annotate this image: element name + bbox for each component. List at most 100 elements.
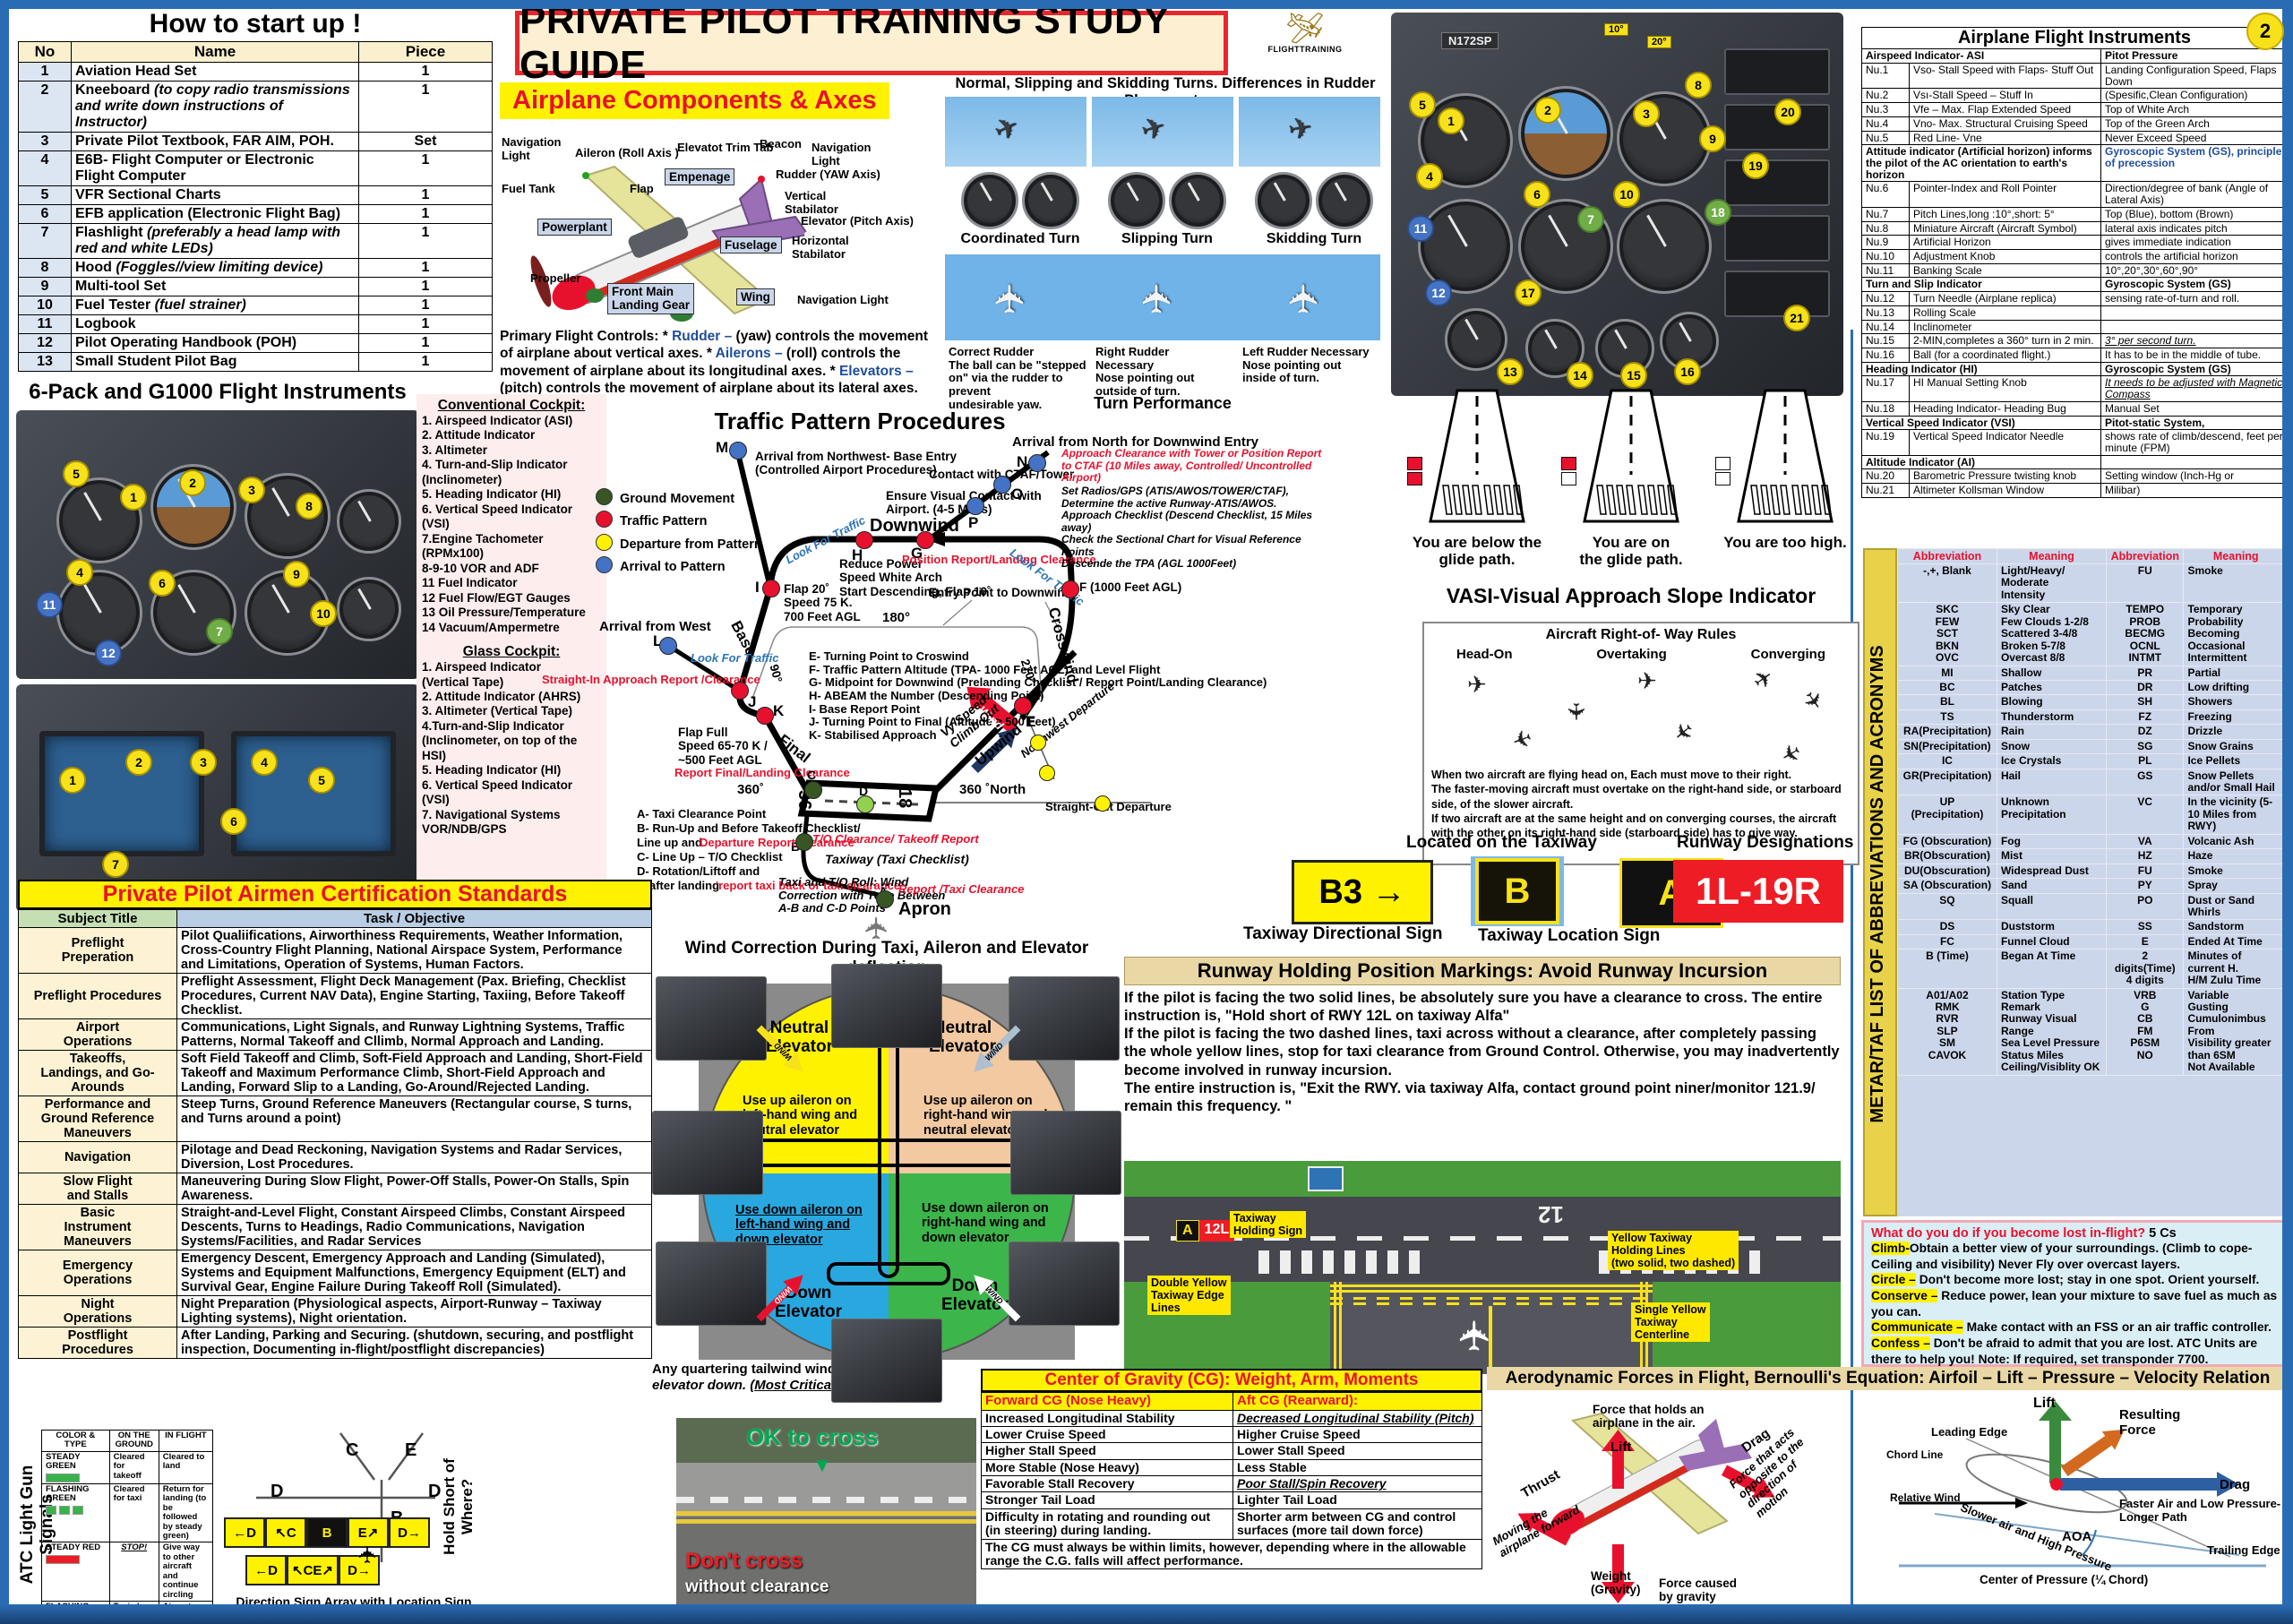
number-badge: 2 [179, 469, 206, 496]
lost-item: Confess – Don't be afraid to admit that … [1871, 1336, 2258, 1366]
atc-ground: Cleared for takeoff [108, 1450, 159, 1484]
metar-section: METAR/TAF LIST OF ABBREVIATIONS AND ACRO… [1863, 548, 2289, 1216]
acs-task: Pilot Qualiifications, Airworthiness Req… [176, 927, 652, 974]
runway-centerline [1124, 1236, 1841, 1241]
atc-header: COLOR & TYPE [41, 1430, 110, 1452]
metar-cell: Snow Pellets and/or Small Hail [2183, 768, 2289, 796]
fi-desc: Never Exceed Speed [2100, 130, 2288, 146]
pattern-label: Entry Point to Downwind [929, 586, 1072, 599]
turn-gauge [1255, 172, 1312, 229]
number-badge: 15 [1620, 362, 1647, 389]
number-badge: 13 [1497, 358, 1524, 385]
primary-controls-part: (roll) controls the movement of airplane… [500, 346, 901, 379]
startup-piece: 1 [358, 150, 493, 186]
taxiway-letter: D [428, 1482, 442, 1501]
pattern-point [795, 833, 813, 851]
metar-cell: BC [1897, 679, 1997, 696]
component-label: Aileron (Roll Axis ) [575, 146, 679, 159]
acs-task: Straight-and-Level Flight, Constant Airs… [176, 1204, 652, 1250]
conventional-item: 1. Airspeed Indicator (ASI) [422, 414, 573, 427]
rightofway-airplane-icon: ✈ [1748, 662, 1780, 696]
fi-desc: controls the artificial horizon [2100, 248, 2288, 264]
fi-no: Nu.19 [1861, 429, 1910, 456]
metar-cell: In the vicinity (5- 10 Miles from RWY) [2183, 795, 2289, 835]
turn-gauge [1022, 172, 1079, 229]
location-caption: Taxiway Location Sign [1478, 926, 1661, 945]
legend-dot [596, 556, 613, 574]
vasi-light [1561, 457, 1576, 470]
metar-cell: DR [2106, 679, 2185, 696]
acs-subject: Slow Flight and Stalls [18, 1173, 177, 1205]
vasi-label: You are on the glide path. [1579, 534, 1683, 569]
metar-cell: Smoke [2183, 563, 2289, 604]
cg-header: Forward CG (Nose Heavy) [981, 1392, 1233, 1411]
conventional-item: 12 Fuel Flow/EGT Gauges [422, 590, 571, 605]
runway-marking-label: Single Yellow Taxiway Centerline [1631, 1302, 1710, 1342]
metar-cell: Ended At Time [2183, 933, 2289, 950]
primary-controls-part: Elevators – [838, 363, 914, 379]
fi-no: Nu.16 [1861, 348, 1910, 363]
fi-no: Nu.15 [1861, 333, 1910, 348]
yoke-photo-e [1010, 1111, 1121, 1195]
fi-desc: It needs to be adjusted with Magnetic Co… [2100, 375, 2288, 402]
number-badge: 17 [1515, 279, 1542, 306]
vsi-gauge [1617, 199, 1712, 294]
turn-label: Slipping Turn [1121, 231, 1213, 246]
fi-item: Ball (for a coordinated flight.) [1909, 348, 2101, 363]
cg-aft: Higher Cruise Speed [1232, 1425, 1482, 1444]
startup-name: Pilot Operating Handbook (POH) [71, 333, 359, 353]
fi-desc: (Spesific,Clean Configuration) [2100, 88, 2288, 104]
metar-cell: DZ [2106, 724, 2185, 740]
metar-cell: Fog [1996, 833, 2108, 850]
atc-ground: Cleared for taxi [108, 1482, 159, 1543]
ok-to-cross-label: OK to cross [746, 1423, 879, 1450]
logo: 🛩 FLIGHTTRAINING [1238, 13, 1372, 72]
pattern-point [1028, 454, 1046, 472]
vasi-light [1407, 457, 1422, 470]
fi-item: 2-MIN,completes a 360° turn in 2 min. [1909, 333, 2101, 348]
metar-header: Abbreviation [2106, 548, 2185, 564]
metar-cell: Station Type Remark Runway Visual Range … [1996, 987, 2108, 1076]
metar-cell: Temporary Probability Becoming Occasiona… [2183, 602, 2289, 666]
startup-piece: 1 [358, 204, 493, 224]
startup-name: Fuel Tester (fuel strainer) [71, 296, 359, 315]
metar-cell: MI [1897, 665, 1997, 681]
metar-cell: PO [2106, 892, 2185, 921]
vasi-lights [1715, 455, 1730, 487]
row-rules-text: When two aircraft are flying head on, Ea… [1431, 769, 1842, 839]
direction-sign-cell: ↖C [265, 1517, 306, 1548]
pattern-label: 360 ˚North [959, 782, 1026, 797]
bernoulli-section: Aerodynamic Forces in Flight, Bernoulli'… [1487, 1367, 2289, 1621]
pattern-point [1039, 765, 1055, 781]
startup-piece: 1 [358, 277, 493, 296]
pattern-point [966, 497, 984, 515]
startup-name: Aviation Head Set [71, 62, 359, 82]
fi-no: Nu.21 [1861, 483, 1910, 498]
airfoil-label: Leading Edge [1931, 1425, 2008, 1439]
fi-no: Nu.17 [1861, 375, 1910, 402]
glass-item: 6. Vertical Speed Indicator (VSI) [422, 778, 573, 807]
acs-subject: Takeoffs, Landings, and Go- Arounds [18, 1050, 177, 1096]
component-label: Navigation Light [812, 141, 872, 168]
pattern-label: Position Report/Landing Clearance [902, 553, 1096, 566]
metar-cell: SQ [1897, 892, 1997, 921]
component-label: Fuselage [720, 236, 782, 254]
acs-task: Emergency Descent, Emergency Approach an… [176, 1250, 652, 1296]
airfoil-label: AOA [2062, 1529, 2092, 1544]
metar-cell: Thunderstorm [1996, 709, 2108, 726]
without-clearance-label: without clearance [685, 1577, 829, 1596]
metar-cell: B (Time) [1897, 949, 1997, 989]
acs-subject: Basic Instrument Maneuvers [18, 1204, 177, 1250]
metar-cell: GR(Precipitation) [1897, 768, 1997, 796]
turn-gauge [961, 172, 1018, 229]
turn-label: Coordinated Turn [960, 231, 1080, 246]
startup-piece: 1 [358, 333, 493, 353]
glass-item: 2. Attitude Indicator (AHRS) [422, 689, 581, 703]
metar-cell: TEMPO PROB BECMG OCNL INTMT [2106, 602, 2185, 666]
cg-aft: Less Stable [1232, 1458, 1482, 1477]
